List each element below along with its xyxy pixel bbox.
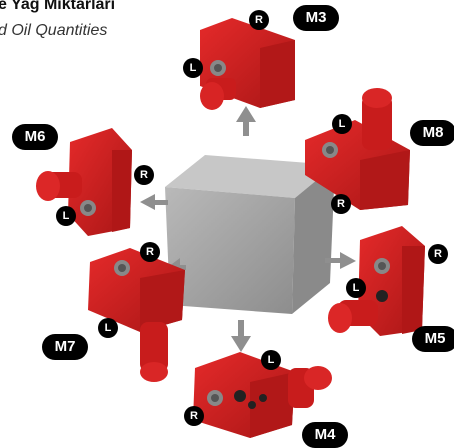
marker-r-m4: R <box>184 406 204 426</box>
page-title: e Yağ Miktarları <box>0 0 116 13</box>
center-cube <box>165 155 335 314</box>
gearbox-m4 <box>193 352 332 438</box>
marker-r-m7: R <box>140 242 160 262</box>
gearbox-m5 <box>328 226 425 336</box>
arrows <box>140 106 356 352</box>
arrow-right-icon <box>325 252 356 269</box>
marker-l-m4: L <box>261 350 281 370</box>
marker-r-m8: R <box>331 194 351 214</box>
position-label-m7: M7 <box>42 334 88 360</box>
marker-l-m3: L <box>183 58 203 78</box>
gearbox-m8 <box>305 88 410 210</box>
page-subtitle: d Oil Quantities <box>0 22 108 39</box>
arrow-left-icon <box>140 194 168 210</box>
marker-r-m3: R <box>249 10 269 30</box>
gearbox-m6 <box>36 128 132 236</box>
position-label-m3: M3 <box>293 5 339 31</box>
position-label-m8: M8 <box>410 120 454 146</box>
position-label-m4: M4 <box>302 422 348 448</box>
position-label-m6: M6 <box>12 124 58 150</box>
marker-r-m5: R <box>428 244 448 264</box>
marker-l-m8: L <box>332 114 352 134</box>
marker-l-m6: L <box>56 206 76 226</box>
position-label-m5: M5 <box>412 326 454 352</box>
marker-l-m5: L <box>346 278 366 298</box>
gearbox-m7 <box>88 248 185 382</box>
arrow-down-icon <box>231 320 251 352</box>
marker-l-m7: L <box>98 318 118 338</box>
gearbox-m3 <box>200 18 295 110</box>
arrow-up-icon <box>236 106 256 136</box>
marker-r-m6: R <box>134 165 154 185</box>
